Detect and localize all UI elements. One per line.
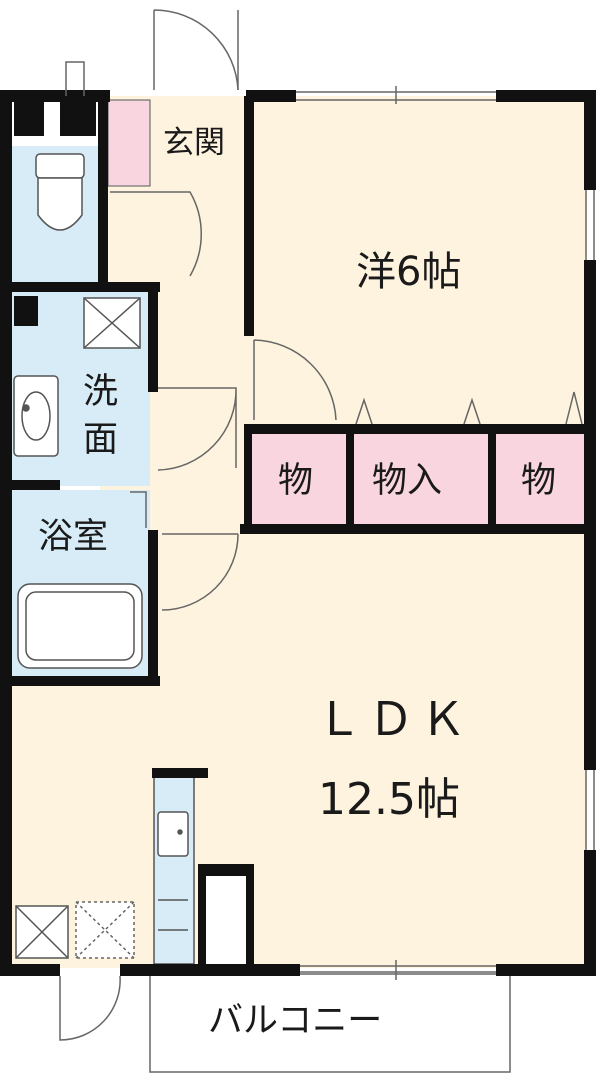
- hall-door: [110, 191, 203, 277]
- washbasin-icon: [13, 375, 59, 457]
- kitchen-sink-icon: [157, 811, 189, 931]
- balcony-door: [59, 975, 121, 1041]
- wall-toilet-bottom: [0, 282, 160, 292]
- entrance-label: 玄関: [163, 125, 225, 161]
- storage-left-label: 物: [278, 461, 314, 501]
- wall-closet-left: [244, 424, 252, 534]
- wall-right-mid: [584, 260, 596, 770]
- wall-left: [0, 90, 12, 975]
- pipe-shaft-3: [14, 296, 38, 326]
- storage-right-floor: [494, 432, 584, 524]
- pipe-shaft-2: [60, 102, 96, 136]
- wall-top-right: [246, 90, 296, 102]
- ac-unit-icon: [75, 901, 135, 959]
- wall-right-lower: [584, 850, 596, 976]
- western-room-floor: [250, 96, 587, 430]
- wall-bottom-mid: [120, 964, 300, 976]
- wall-bath-right: [148, 530, 158, 684]
- wall-bottom-right: [496, 964, 596, 976]
- wall-top-left: [0, 90, 110, 102]
- wall-closet-row-bottom: [240, 524, 596, 534]
- ldk-door: [161, 533, 239, 611]
- western-door: [253, 339, 337, 421]
- toilet-door: [65, 61, 85, 96]
- storage-center-floor: [352, 432, 490, 524]
- wall-right-upper: [584, 90, 596, 190]
- washroom-label-2: 面: [83, 420, 119, 460]
- wall-wash-bottom: [0, 480, 60, 490]
- toilet-icon: [35, 153, 85, 231]
- fridge-space: [206, 876, 246, 964]
- storage-left-floor: [252, 432, 348, 524]
- wall-top-far-right: [496, 90, 596, 102]
- wall-bottom-left: [0, 964, 60, 976]
- balcony-label: バルコニー: [208, 1001, 383, 1041]
- bath-door: [130, 491, 147, 528]
- front-door: [153, 9, 239, 91]
- wall-closet-div1: [346, 424, 354, 534]
- balcony-floor: [149, 971, 511, 1073]
- storage-center-label: 物入: [372, 461, 443, 501]
- ldk-name-label: ＬＤＫ: [316, 692, 472, 746]
- western-room-label: 洋6帖: [356, 249, 462, 295]
- entrance-floor: [150, 100, 246, 190]
- vent-box-icon: [15, 905, 69, 959]
- kitchen-top-wall: [152, 768, 208, 778]
- storage-right-label: 物: [521, 461, 557, 501]
- entrance-step: [107, 99, 151, 187]
- windows: [296, 86, 595, 980]
- closet-door-marks: [355, 391, 583, 425]
- wall-bath-bottom: [0, 676, 160, 686]
- washroom-label-1: 洗: [83, 372, 119, 412]
- pipe-shaft-1: [14, 102, 44, 136]
- wash-door: [157, 387, 237, 471]
- doors: [59, 9, 337, 1041]
- bathroom-label: 浴室: [38, 517, 109, 557]
- wall-closet-row-top: [244, 424, 596, 434]
- wall-closet-div2: [488, 424, 496, 534]
- kitchen-counter: [153, 771, 195, 965]
- bathtub-icon: [17, 583, 143, 669]
- wall-western-left: [244, 96, 254, 336]
- wall-wet-right: [98, 96, 108, 286]
- ldk-size-label: 12.5帖: [318, 774, 460, 825]
- wall-wash-right: [148, 282, 158, 392]
- washer-pan-icon: [83, 297, 141, 349]
